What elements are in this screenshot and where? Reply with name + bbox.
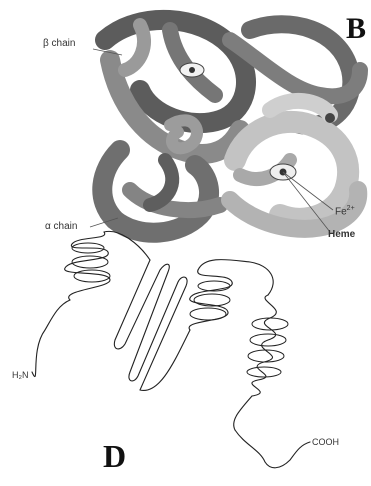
panel-label-b: B (346, 12, 366, 46)
label-beta-chain: β chain (43, 38, 75, 49)
label-n-terminus: H₂N (12, 370, 29, 380)
label-iron: Fe2+ (335, 205, 355, 217)
label-heme: Heme (328, 229, 355, 240)
label-c-terminus: COOH (312, 437, 339, 447)
label-alpha-chain: α chain (45, 221, 77, 232)
panel-label-d: D (103, 438, 126, 475)
label-iron-charge: 2+ (347, 205, 355, 212)
label-iron-symbol: Fe (335, 206, 347, 217)
